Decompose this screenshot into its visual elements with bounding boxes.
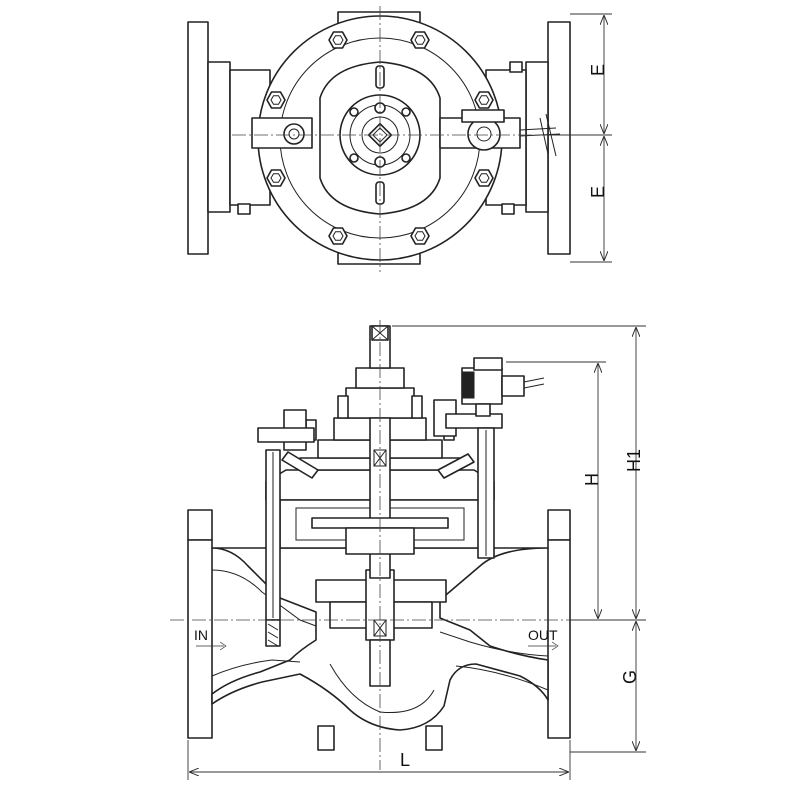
label-G: G	[620, 670, 640, 684]
label-H1: H1	[624, 449, 644, 472]
front-view	[170, 320, 646, 780]
label-L: L	[400, 750, 410, 770]
label-outlet: OUT	[528, 627, 558, 643]
label-inlet: IN	[194, 627, 208, 643]
label-E-upper: E	[588, 64, 608, 76]
inlet-flange	[187, 509, 213, 541]
top-view	[187, 6, 612, 272]
label-H: H	[582, 473, 602, 486]
outlet-flange	[547, 509, 571, 541]
top-left-flange	[187, 21, 209, 255]
label-E-lower: E	[588, 186, 608, 198]
